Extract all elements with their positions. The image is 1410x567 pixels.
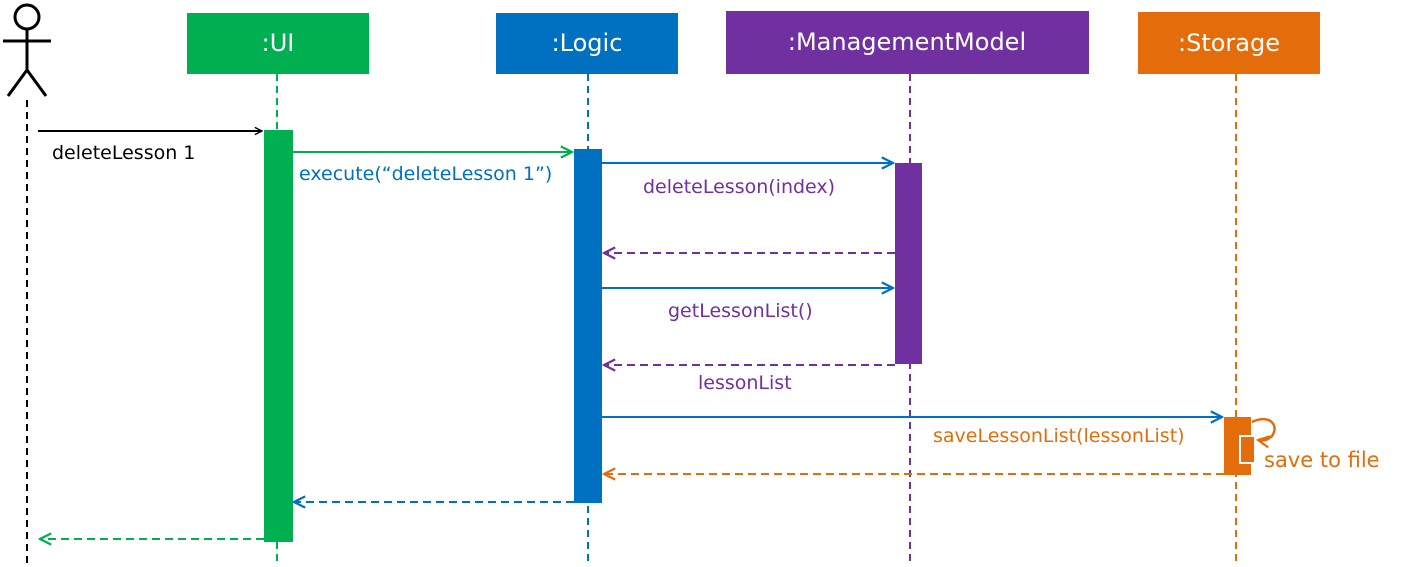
message-label: deleteLesson(index) <box>643 176 835 198</box>
logic-activation-bar <box>574 149 602 503</box>
participant-storage-label: :Storage <box>1178 29 1280 57</box>
ui-activation-bar <box>264 130 293 542</box>
message-label: saveLessonList(lessonList) <box>933 425 1185 447</box>
participant-model-label: :ManagementModel <box>788 28 1026 56</box>
participant-storage-box <box>1138 12 1320 74</box>
message-return-lesson-list: lessonList <box>604 365 895 394</box>
participant-logic-label: :Logic <box>552 29 623 57</box>
message-get-lesson-list: getLessonList() <box>602 288 893 322</box>
participant-model-box <box>726 11 1089 74</box>
message-execute: execute(“deleteLesson 1”) <box>293 152 572 185</box>
storage-nested-activation-bar <box>1239 435 1256 464</box>
participant-ui: :UI <box>187 13 369 74</box>
message-delete-lesson-command: deleteLesson 1 <box>38 131 262 164</box>
participant-ui-box <box>187 13 369 74</box>
message-delete-lesson-index: deleteLesson(index) <box>602 163 893 198</box>
self-call-arrow <box>1251 417 1276 440</box>
message-label: deleteLesson 1 <box>52 142 195 164</box>
participant-model: :ManagementModel <box>726 11 1089 74</box>
message-label: save to file <box>1264 448 1380 472</box>
participant-ui-label: :UI <box>262 29 295 57</box>
message-label: execute(“deleteLesson 1”) <box>299 163 552 185</box>
message-label: lessonList <box>698 372 792 394</box>
participant-logic-box <box>496 13 678 74</box>
participant-logic: :Logic <box>496 13 678 74</box>
message-label: getLessonList() <box>668 300 813 322</box>
model-activation-bar <box>895 163 922 364</box>
message-save-to-file: save to file <box>1251 417 1380 472</box>
message-save-lesson-list: saveLessonList(lessonList) <box>602 417 1222 447</box>
participant-storage: :Storage <box>1138 12 1320 74</box>
stick-figure-icon <box>3 3 51 97</box>
